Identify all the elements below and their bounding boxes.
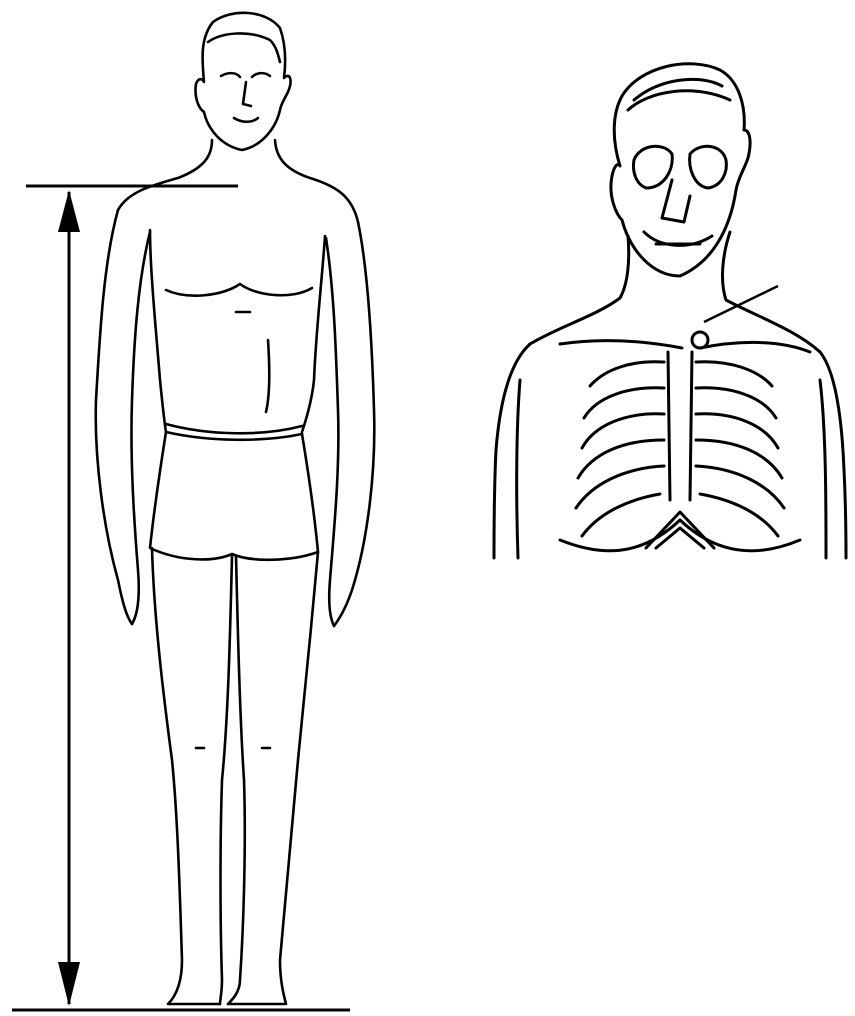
left-clavicle — [560, 341, 682, 348]
right-rib-6 — [700, 494, 778, 536]
left-rib-5 — [576, 466, 664, 508]
left-upper-arm — [517, 380, 520, 558]
sternum — [668, 352, 692, 500]
skeleton-torso-figure — [494, 64, 846, 558]
mouth — [234, 118, 258, 122]
arrow-head-top — [58, 190, 80, 232]
right-upper-arm — [820, 380, 826, 558]
neck-right — [275, 140, 358, 222]
left-rib-4 — [578, 440, 664, 478]
pointer-target — [692, 332, 708, 348]
right-rib-5 — [696, 466, 784, 508]
torso-left — [150, 230, 166, 432]
left-arm-inner — [131, 232, 150, 624]
right-arm-inner — [326, 238, 338, 626]
arrow-head-bottom — [58, 962, 80, 1006]
right-eye-socket — [690, 146, 727, 188]
neck-right — [723, 232, 820, 352]
nasal-cavity — [662, 180, 690, 222]
waistband — [166, 424, 302, 440]
pointer-line — [704, 286, 778, 322]
right-arm-outer — [334, 222, 374, 626]
left-arm-outer — [96, 210, 132, 624]
right-rib-4 — [696, 440, 782, 478]
shorts-outline — [150, 432, 318, 560]
left-shoulder — [494, 344, 530, 558]
hair-lines — [628, 79, 730, 110]
left-leg-inner — [220, 556, 232, 1004]
left-rib-3 — [582, 414, 664, 448]
jaw-teeth — [644, 232, 712, 245]
right-eye — [252, 73, 270, 77]
neck-left — [530, 236, 629, 344]
right-clavicle — [700, 342, 810, 352]
left-eye — [221, 73, 240, 77]
xiphoid-area — [646, 512, 714, 548]
abdomen-line — [266, 340, 269, 412]
right-rib-1 — [696, 362, 772, 386]
left-leg-outer — [152, 548, 220, 1004]
hair-line — [208, 33, 280, 62]
height-measurement-arrow — [58, 190, 80, 1006]
nose — [243, 82, 251, 106]
chest-line — [166, 284, 312, 296]
full-body-figure — [96, 13, 375, 1004]
neck-left — [118, 140, 212, 210]
torso-right — [302, 236, 325, 432]
left-rib-6 — [582, 494, 660, 536]
right-rib-3 — [696, 414, 778, 448]
left-rib-1 — [590, 362, 664, 386]
left-eye-socket — [634, 146, 673, 188]
lower-ribcage — [560, 520, 800, 551]
